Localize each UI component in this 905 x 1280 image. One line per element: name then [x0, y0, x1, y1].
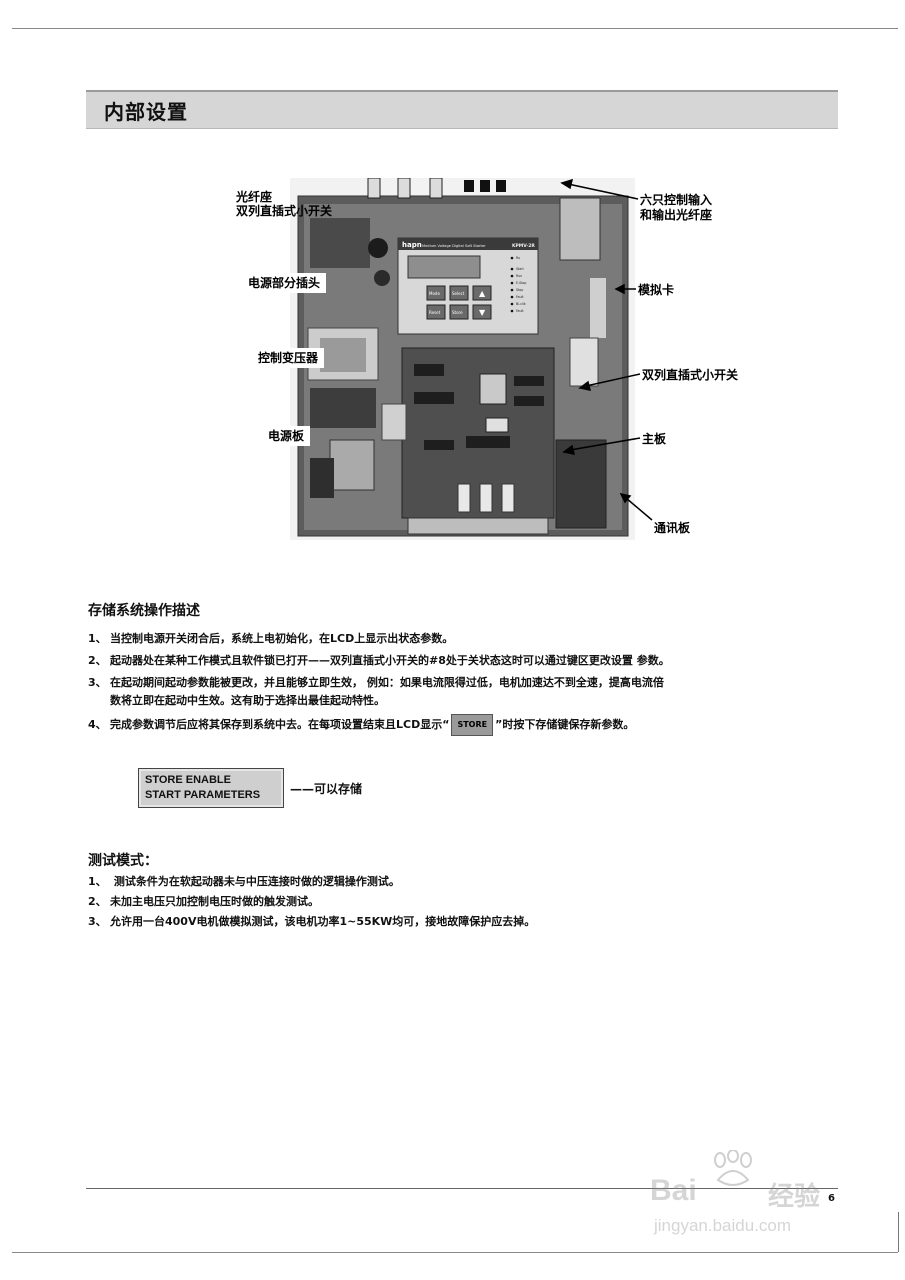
label-comm-board: 通讯板: [654, 521, 691, 535]
label-control-transformer: 控制变压器: [252, 348, 325, 368]
list-item-text: 允许用一台400V电机做模拟测试，该电机功率1~55KW均可，接地故障保护应去掉…: [110, 915, 536, 928]
keypad-subtitle: Medium Voltage Digital Soft Starter: [422, 244, 486, 248]
list-item-text-before: 完成参数调节后应将其保存到系统中去。在每项设置结束且LCD显示“: [110, 718, 450, 731]
label-six-io-line2: 和输出光纤座: [640, 208, 713, 222]
list-item-number: 3、: [88, 676, 107, 689]
led-label: Fault: [516, 295, 524, 299]
internal-layout-photo: hapn Medium Voltage Digital Soft Starter…: [290, 178, 635, 540]
led-label: Ru: [516, 256, 520, 260]
list-item-text: 当控制电源开关闭合后，系统上电初始化，在LCD上显示出状态参数。: [110, 632, 454, 645]
lcd-line-1: STORE ENABLE: [145, 774, 231, 786]
label-power-plug: 电源部分插头: [242, 273, 327, 293]
down-arrow-icon: ▼: [479, 308, 486, 317]
label-six-io-line1: 六只控制输入: [640, 193, 713, 207]
led-label: Run: [516, 274, 522, 278]
list-item-number: 4、: [88, 718, 107, 731]
list-item: 2、未加主电压只加控制电压时做的触发测试。: [88, 893, 319, 911]
storage-list: 1、当控制电源开关闭合后，系统上电初始化，在LCD上显示出状态参数。 2、起动器…: [88, 630, 848, 740]
keypad-brand: hapn: [402, 241, 422, 249]
up-arrow-icon: ▲: [479, 289, 486, 298]
list-item: 3、在起动期间起动参数能被更改，并且能够立即生效， 例如：如果电流限得过低，电机…: [88, 674, 664, 692]
watermark-url: jingyan.baidu.com: [654, 1216, 792, 1235]
paw-icon: [714, 1150, 752, 1186]
list-item: 1、 测试条件为在软起动器未与中压连接时做的逻辑操作测试。: [88, 873, 400, 891]
list-item-text: 数将立即在起动中生效。这有助于选择出最佳起动特性。: [110, 694, 385, 707]
list-item: 2、起动器处在某种工作模式且软件锁已打开——双列直插式小开关的#8处于关状态这时…: [88, 652, 670, 670]
list-item-number: 3、: [88, 915, 107, 928]
page-number: 6: [828, 1193, 835, 1204]
page-title: 内部设置: [104, 100, 188, 124]
label-dip-switch-right: 双列直插式小开关: [642, 368, 739, 382]
list-item-text: 未加主电压只加控制电压时做的触发测试。: [110, 895, 319, 908]
list-item: 3、允许用一台400V电机做模拟测试，该电机功率1~55KW均可，接地故障保护应…: [88, 913, 535, 931]
label-main-board: 主板: [642, 432, 667, 446]
list-item: 4、完成参数调节后应将其保存到系统中去。在每项设置结束且LCD显示“STORE”…: [88, 714, 634, 736]
led-label: Bi-clik: [516, 302, 526, 306]
led-label: Stop: [516, 288, 523, 292]
led-label: Start: [516, 267, 525, 271]
label-analog-card: 模拟卡: [638, 283, 675, 297]
list-item-number: 2、: [88, 654, 107, 667]
storage-heading: 存储系统操作描述: [88, 603, 200, 619]
right-edge-rule: [898, 1212, 899, 1252]
keypad-button-label: Store: [452, 310, 463, 315]
list-item-text: 起动器处在某种工作模式且软件锁已打开——双列直插式小开关的#8处于关状态这时可以…: [110, 654, 670, 667]
keypad-button-label: Select: [452, 291, 465, 296]
top-rule: [12, 28, 898, 29]
watermark-jingyan: 经验: [768, 1182, 821, 1212]
label-power-board: 电源板: [262, 426, 311, 446]
watermark-bai: Bai: [650, 1174, 697, 1207]
keypad-button-label: Reset: [429, 310, 441, 315]
lcd-display-example: STORE ENABLE START PARAMETERS: [138, 768, 284, 808]
callout-arrows: [560, 178, 653, 521]
test-mode-list: 1、 测试条件为在软起动器未与中压连接时做的逻辑操作测试。 2、未加主电压只加控…: [88, 873, 848, 937]
bottom-rule: [12, 1252, 898, 1253]
label-fiber-socket: 光纤座: [236, 190, 273, 204]
section-title-bar: 内部设置: [86, 90, 838, 129]
test-mode-heading: 测试模式：: [88, 853, 158, 869]
list-item-text: 测试条件为在软起动器未与中压连接时做的逻辑操作测试。: [110, 875, 400, 888]
list-item-number: 1、: [88, 632, 107, 645]
lcd-line-2: START PARAMETERS: [145, 789, 261, 801]
store-key-chip: STORE: [451, 714, 494, 736]
keypad-model: KPMV-2R: [512, 243, 535, 249]
keypad-button-label: Mode: [429, 291, 440, 296]
baidu-watermark: Bai 经验 jingyan.baidu.com: [650, 1150, 850, 1246]
list-item-number: 2、: [88, 895, 107, 908]
list-item-number: 1、: [88, 875, 107, 888]
led-label: E-Stop: [516, 281, 526, 285]
list-item-text: 在起动期间起动参数能被更改，并且能够立即生效， 例如：如果电流限得过低，电机加速…: [110, 676, 664, 689]
list-item: 数将立即在起动中生效。这有助于选择出最佳起动特性。: [88, 692, 385, 710]
list-item-text-after: ”时按下存储键保存新参数。: [495, 718, 635, 731]
label-dip-switch-top: 双列直插式小开关: [236, 204, 333, 218]
footer-rule: [86, 1188, 838, 1189]
list-item: 1、当控制电源开关闭合后，系统上电初始化，在LCD上显示出状态参数。: [88, 630, 453, 648]
led-label: Fault: [516, 309, 524, 313]
lcd-caption: ——可以存储: [290, 782, 363, 796]
